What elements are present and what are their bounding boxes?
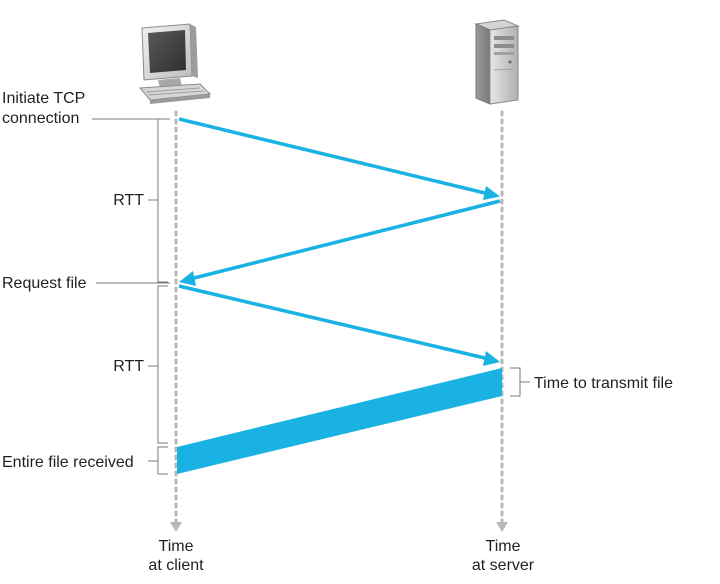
rtt-bracket-first — [157, 118, 168, 283]
client-axis-label-line1: Time — [159, 538, 194, 555]
rtt-label-first: RTT — [113, 192, 144, 209]
transmit-bracket — [510, 367, 521, 397]
client-timeline-arrowhead — [170, 522, 182, 532]
server-axis-label-line2: at server — [472, 557, 535, 574]
initiate-label-line2: connection — [2, 110, 79, 127]
time-to-transmit-label: Time to transmit file — [534, 375, 673, 392]
request-arrow — [178, 284, 500, 366]
desktop-computer-icon — [138, 23, 212, 104]
server-timeline-arrowhead — [496, 522, 508, 532]
syn-arrow — [178, 117, 500, 200]
entire-file-received-label: Entire file received — [2, 454, 134, 471]
request-file-label: Request file — [2, 275, 87, 292]
syn-ack-arrow — [179, 199, 501, 286]
initiate-label-line1: Initiate TCP — [2, 90, 85, 107]
client-axis-label-line2: at client — [148, 557, 204, 574]
server-tower-icon — [474, 19, 520, 105]
rtt-bracket-second — [157, 285, 168, 444]
server-axis-label-line1: Time — [486, 538, 521, 555]
file-received-bracket — [157, 446, 168, 475]
rtt-label-second: RTT — [113, 358, 144, 375]
file-transmission-band — [177, 368, 502, 474]
